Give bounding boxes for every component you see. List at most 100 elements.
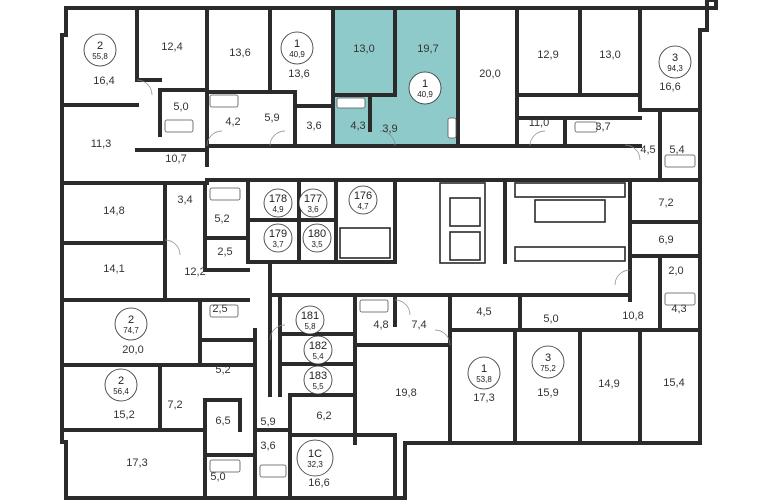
room-area-label: 11,0 <box>529 117 550 129</box>
apartment-marker-circle <box>348 185 378 215</box>
apartment-total-area: 5,5 <box>312 382 324 391</box>
apartment-total-area: 55,8 <box>92 52 108 61</box>
apartment-marker-apt-1-538[interactable]: 153,8 <box>467 356 501 390</box>
apartment-marker-circle <box>83 33 117 67</box>
internal-walls <box>64 6 702 500</box>
room-area-label: 2,5 <box>212 303 227 315</box>
room-area-label: 5,9 <box>264 112 279 124</box>
apartment-total-area: 94,3 <box>667 64 683 73</box>
apartment-number: 1 <box>294 38 300 50</box>
room-area-label: 16,4 <box>93 75 114 87</box>
room-area-label: 12,2 <box>184 266 205 278</box>
apartment-markers: 255,8140,9140,9394,31784,91773,61764,717… <box>83 31 692 477</box>
room-area-label: 5,4 <box>669 144 684 156</box>
room-area-label: 17,3 <box>126 457 147 469</box>
room-area-label: 4,8 <box>373 319 388 331</box>
room-area-label: 20,0 <box>479 68 500 80</box>
room-area-label: 13,6 <box>288 68 309 80</box>
room-area-label: 14,9 <box>598 378 619 390</box>
room-area-label: 17,3 <box>473 392 494 404</box>
room-area-label: 5,0 <box>210 471 225 483</box>
room-area-label: 2,0 <box>668 265 683 277</box>
apartment-marker-apt-3-943[interactable]: 394,3 <box>658 45 692 79</box>
room-area-label: 3,9 <box>382 123 397 135</box>
room-area-label: 3,6 <box>260 440 275 452</box>
apartment-total-area: 5,8 <box>304 322 316 331</box>
door-swings <box>136 79 641 346</box>
room-area-label: 2,5 <box>217 246 232 258</box>
apartment-marker-apt-3-752[interactable]: 375,2 <box>531 345 565 379</box>
apartment-number: 1С <box>308 448 322 460</box>
room-area-label: 12,9 <box>537 49 558 61</box>
room-area-label: 4,3 <box>671 303 686 315</box>
room-area-label: 6,9 <box>658 234 673 246</box>
apartment-total-area: 3,5 <box>311 240 323 249</box>
room-area-label: 19,8 <box>395 387 416 399</box>
apartment-marker-circle <box>531 345 565 379</box>
apartment-marker-apt-1-409-selected[interactable]: 140,9 <box>408 71 442 105</box>
room-area-label: 13,6 <box>229 47 250 59</box>
apartment-total-area: 40,9 <box>289 50 305 59</box>
apartment-marker-apt-2-558[interactable]: 255,8 <box>83 33 117 67</box>
room-area-label: 4,2 <box>225 116 240 128</box>
room-area-label: 16,6 <box>308 477 329 489</box>
apartment-total-area: 32,3 <box>307 460 323 469</box>
apartment-total-area: 40,9 <box>417 90 433 99</box>
room-area-label: 4,5 <box>476 306 491 318</box>
room-area-label: 5,9 <box>260 416 275 428</box>
room-area-label: 13,0 <box>353 43 374 55</box>
apartment-total-area: 5,4 <box>312 352 324 361</box>
apartment-marker-circle <box>408 71 442 105</box>
room-area-label: 14,8 <box>103 205 124 217</box>
room-area-label: 5,2 <box>214 213 229 225</box>
room-area-label: 16,6 <box>659 81 680 93</box>
room-area-label: 3,7 <box>595 121 610 133</box>
apartment-marker-circle <box>296 439 334 477</box>
apartment-total-area: 53,8 <box>476 375 492 384</box>
apartment-marker-circle <box>303 335 333 365</box>
room-area-label: 15,9 <box>537 387 558 399</box>
apartment-total-area: 3,7 <box>272 240 284 249</box>
apartment-number: 176 <box>354 190 372 202</box>
apartment-total-area: 74,7 <box>123 326 139 335</box>
apartment-number: 3 <box>545 352 551 364</box>
room-area-label: 7,2 <box>658 197 673 209</box>
sanitary-fixtures <box>164 94 696 478</box>
apartment-marker-circle <box>298 188 328 218</box>
apartment-marker-apt-2-747[interactable]: 274,7 <box>114 307 148 341</box>
apartment-marker-apt-2-564[interactable]: 256,4 <box>104 368 138 402</box>
room-area-label: 15,2 <box>113 409 134 421</box>
apartment-marker-apt-1-409-top[interactable]: 140,9 <box>280 31 314 65</box>
apartment-number: 179 <box>269 228 287 240</box>
apartment-number: 2 <box>118 375 124 387</box>
apartment-total-area: 4,9 <box>272 205 284 214</box>
apartment-marker-circle <box>467 356 501 390</box>
apartment-number: 2 <box>97 40 103 52</box>
room-area-label: 6,5 <box>215 415 230 427</box>
room-area-label: 12,4 <box>161 41 182 53</box>
apartment-total-area: 56,4 <box>113 387 129 396</box>
apartment-marker-circle <box>658 45 692 79</box>
room-area-label: 20,0 <box>122 344 143 356</box>
apartment-number: 177 <box>304 193 322 205</box>
room-area-label: 15,4 <box>663 377 684 389</box>
room-area-label: 4,3 <box>350 120 365 132</box>
room-area-label: 14,1 <box>103 263 124 275</box>
apartment-number: 183 <box>309 370 327 382</box>
apartment-number: 180 <box>308 228 326 240</box>
apartment-marker-circle <box>302 223 332 253</box>
apartment-number: 3 <box>672 52 678 64</box>
apartment-marker-circle <box>303 365 333 395</box>
apartment-marker-circle <box>263 223 293 253</box>
